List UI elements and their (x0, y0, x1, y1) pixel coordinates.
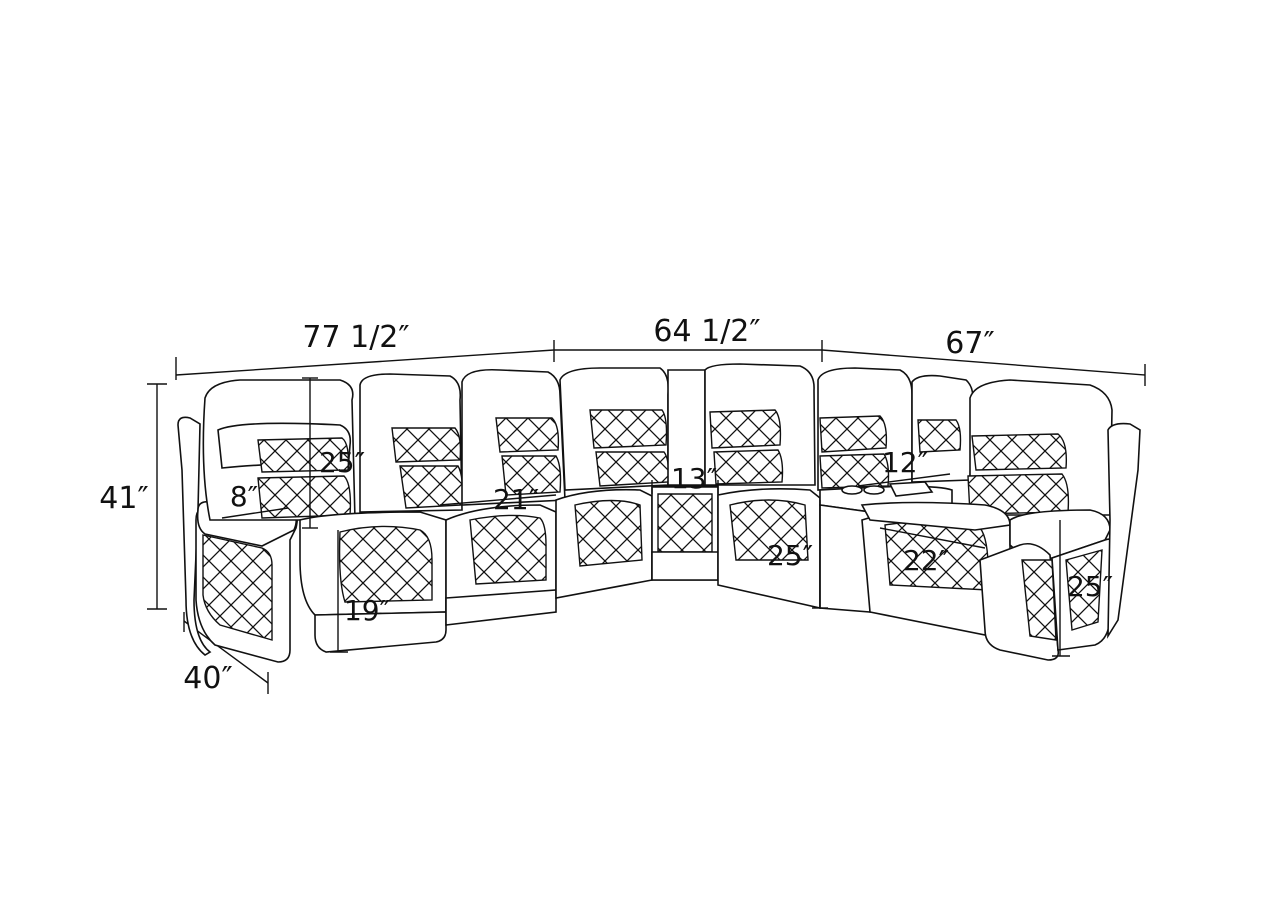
height-dimension-line (147, 383, 167, 610)
top-dimension-lines (175, 340, 1146, 386)
left-sofa-section (177, 368, 566, 663)
seat-width-label: 21″ (493, 483, 539, 516)
right-seat-width-label: 22″ (903, 544, 949, 577)
depth-label: 40″ (183, 661, 232, 696)
height-label: 41″ (99, 481, 148, 516)
right-seat-height-label: 25″ (767, 539, 813, 572)
corner-sofa-section (555, 363, 821, 610)
seat-height-label: 19″ (344, 594, 390, 627)
middle-width-label: 64 1/2″ (653, 314, 760, 349)
back-height-label: 25″ (319, 446, 365, 479)
wedge-width-label: 13″ (671, 462, 717, 495)
dimension-labels: 77 1/2″ 64 1/2″ 67″ 41″ 40″ 8″ 25″ 21″ 1… (99, 314, 1113, 696)
right-sofa-section (817, 367, 1141, 661)
left-width-label: 77 1/2″ (302, 320, 409, 355)
right-width-label: 67″ (945, 326, 994, 361)
armrest-label: 8″ (230, 480, 258, 513)
right-arm-height-label: 25″ (1067, 570, 1113, 603)
interior-measure-lines (221, 377, 1070, 657)
console-width-label: 12″ (882, 446, 928, 479)
